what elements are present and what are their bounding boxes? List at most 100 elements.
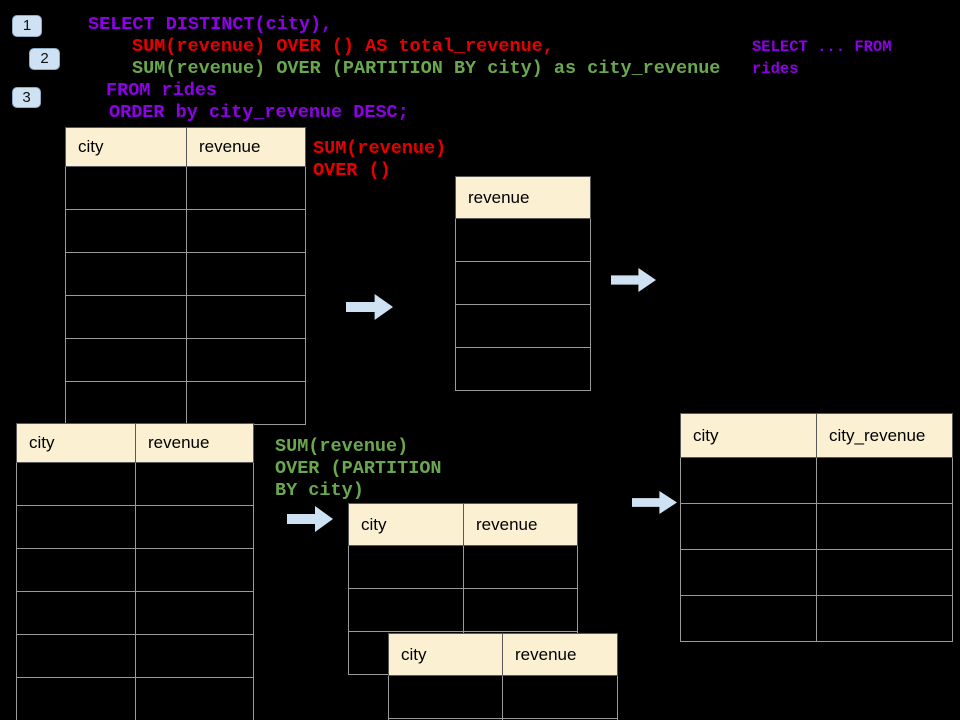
table-row — [388, 718, 618, 720]
sql-line-sum-partition: SUM(revenue) OVER (PARTITION BY city) as… — [132, 58, 721, 79]
table-row — [65, 295, 306, 339]
sql-line-sum-over: SUM(revenue) OVER () AS total_revenue, — [132, 36, 554, 57]
empty-cell — [135, 634, 254, 678]
empty-cell — [186, 252, 306, 296]
column-header-city: city — [680, 413, 817, 458]
empty-cell — [135, 505, 254, 549]
label-over-all-line-2: OVER () — [313, 160, 391, 181]
side-note-line-1: SELECT ... FROM — [752, 38, 892, 56]
table-city-revenue-result: city city_revenue — [680, 413, 953, 642]
table-row — [680, 503, 953, 550]
column-header-revenue: revenue — [463, 503, 578, 546]
empty-cell — [16, 505, 136, 549]
empty-cell — [16, 548, 136, 592]
step-badge-1: 1 — [12, 15, 42, 37]
empty-cell — [186, 209, 306, 253]
table-source-top: city revenue — [65, 127, 306, 425]
table-source-bottom: city revenue — [16, 423, 254, 720]
table-row — [348, 545, 578, 589]
empty-cell — [680, 595, 817, 642]
table-row — [455, 261, 591, 305]
table-row — [16, 591, 254, 635]
table-row — [16, 634, 254, 678]
empty-cell — [463, 545, 578, 589]
arrow-right-icon — [611, 268, 656, 292]
empty-cell — [65, 166, 187, 210]
empty-cell — [135, 462, 254, 506]
empty-cell — [455, 261, 591, 305]
empty-cell — [135, 548, 254, 592]
table-row — [65, 166, 306, 210]
column-header-city: city — [348, 503, 464, 546]
table-row — [16, 548, 254, 592]
arrow-right-icon — [632, 491, 677, 514]
empty-cell — [16, 591, 136, 635]
empty-cell — [16, 634, 136, 678]
table-row — [65, 252, 306, 296]
side-note-line-2: rides — [752, 60, 799, 78]
column-header-city-revenue: city_revenue — [816, 413, 953, 458]
label-over-all-line-1: SUM(revenue) — [313, 138, 447, 159]
empty-cell — [186, 295, 306, 339]
table-row — [455, 304, 591, 348]
step-badge-3: 3 — [12, 87, 41, 108]
column-header-revenue: revenue — [135, 423, 254, 463]
empty-cell — [816, 595, 953, 642]
empty-cell — [816, 457, 953, 504]
table-row — [16, 677, 254, 720]
empty-cell — [186, 338, 306, 382]
table-row — [348, 588, 578, 632]
header-row: city revenue — [388, 633, 618, 676]
empty-cell — [65, 295, 187, 339]
empty-cell — [816, 503, 953, 550]
empty-cell — [502, 675, 618, 719]
table-row — [680, 595, 953, 642]
table-row — [680, 549, 953, 596]
header-row: city revenue — [348, 503, 578, 546]
empty-cell — [348, 588, 464, 632]
empty-cell — [502, 718, 618, 720]
table-total-revenue-result: revenue — [455, 176, 591, 391]
empty-cell — [65, 381, 187, 425]
header-row: revenue — [455, 176, 591, 219]
header-row: city revenue — [65, 127, 306, 167]
label-over-partition-line-1: SUM(revenue) — [275, 436, 409, 457]
column-header-city: city — [388, 633, 503, 676]
column-header-revenue: revenue — [502, 633, 618, 676]
empty-cell — [65, 338, 187, 382]
table-row — [16, 505, 254, 549]
column-header-revenue: revenue — [455, 176, 591, 219]
column-header-revenue: revenue — [186, 127, 306, 167]
sql-line-select: SELECT DISTINCT(city), — [88, 14, 333, 35]
arrow-right-icon — [287, 506, 333, 532]
empty-cell — [135, 677, 254, 720]
step-badge-2: 2 — [29, 48, 60, 70]
arrow-right-icon — [346, 294, 393, 320]
empty-cell — [186, 381, 306, 425]
label-over-partition-line-3: BY city) — [275, 480, 364, 501]
empty-cell — [186, 166, 306, 210]
table-row — [65, 209, 306, 253]
empty-cell — [680, 503, 817, 550]
label-over-partition-line-2: OVER (PARTITION — [275, 458, 442, 479]
table-row — [16, 462, 254, 506]
empty-cell — [16, 677, 136, 720]
empty-cell — [348, 545, 464, 589]
empty-cell — [680, 457, 817, 504]
sql-line-order-by: ORDER by city_revenue DESC; — [109, 102, 409, 123]
empty-cell — [388, 675, 503, 719]
table-row — [388, 675, 618, 719]
empty-cell — [65, 209, 187, 253]
table-row — [455, 347, 591, 391]
sql-line-from: FROM rides — [106, 80, 218, 101]
empty-cell — [455, 218, 591, 262]
empty-cell — [16, 462, 136, 506]
column-header-city: city — [16, 423, 136, 463]
header-row: city city_revenue — [680, 413, 953, 458]
empty-cell — [463, 588, 578, 632]
empty-cell — [65, 252, 187, 296]
header-row: city revenue — [16, 423, 254, 463]
empty-cell — [455, 304, 591, 348]
table-partition-front: city revenue — [388, 633, 618, 720]
